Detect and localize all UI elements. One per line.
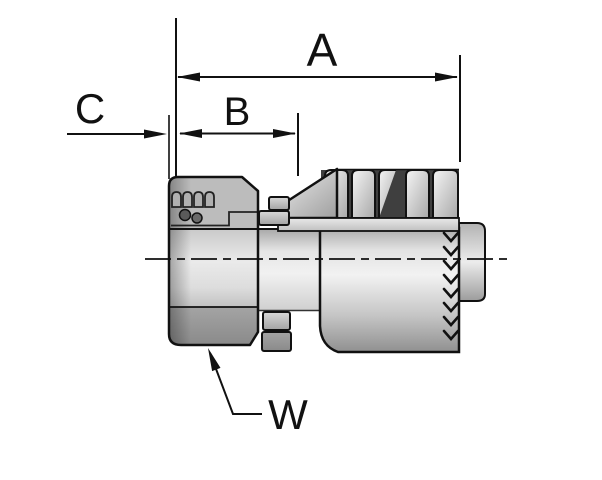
nut-bore-step-line [171, 211, 258, 227]
rib [432, 169, 459, 219]
dimension-c: C [67, 85, 167, 139]
retainer-bar-bottom [261, 331, 292, 352]
thread-root-ball [191, 212, 203, 224]
arrowhead-up-left-icon [208, 348, 221, 372]
nut-outline [167, 175, 260, 347]
chevron-icon [442, 259, 460, 271]
arrowhead-right-icon [435, 72, 458, 82]
dimension-annotations: A B C W [67, 18, 461, 438]
rib [351, 169, 376, 219]
thread-crest [171, 191, 182, 208]
dimension-a: A [177, 24, 458, 82]
crimp-shell-body [318, 226, 461, 354]
retainer-bar-lower [262, 311, 291, 331]
chevron-icon [442, 329, 460, 341]
chevron-icon [442, 287, 460, 299]
thread-crest [193, 191, 204, 208]
shell-end-boss [458, 222, 486, 302]
thread-crest [204, 191, 215, 208]
retainer-bar-top [268, 196, 290, 211]
thread-root-ball [178, 208, 192, 222]
chevron-icon [442, 301, 460, 313]
arrowhead-right-icon [144, 129, 167, 139]
dim-a-label: A [307, 24, 338, 76]
chevron-icon [442, 315, 460, 327]
chevron-icon [442, 273, 460, 285]
hex-nut [167, 175, 260, 347]
chevron-icon [442, 231, 460, 243]
arrowhead-left-icon [179, 129, 202, 138]
arrowhead-right-icon [273, 129, 296, 138]
retainer-bar-upper [258, 210, 290, 226]
nipple-tube [257, 228, 321, 311]
dim-c-label: C [75, 85, 105, 132]
w-leader-line [209, 352, 262, 415]
shell-lower-band [277, 217, 460, 232]
fitting-illustration [145, 167, 512, 354]
thread-crest [182, 191, 193, 208]
dimension-b: B [179, 90, 296, 138]
rib [405, 169, 430, 219]
w-label: W [268, 391, 308, 438]
callout-w: W [208, 348, 308, 438]
arrowhead-left-icon [177, 72, 200, 82]
chevron-icon [442, 245, 460, 257]
thread-profile [171, 191, 215, 224]
chevron-marks [442, 231, 460, 341]
dim-b-label: B [224, 90, 251, 134]
